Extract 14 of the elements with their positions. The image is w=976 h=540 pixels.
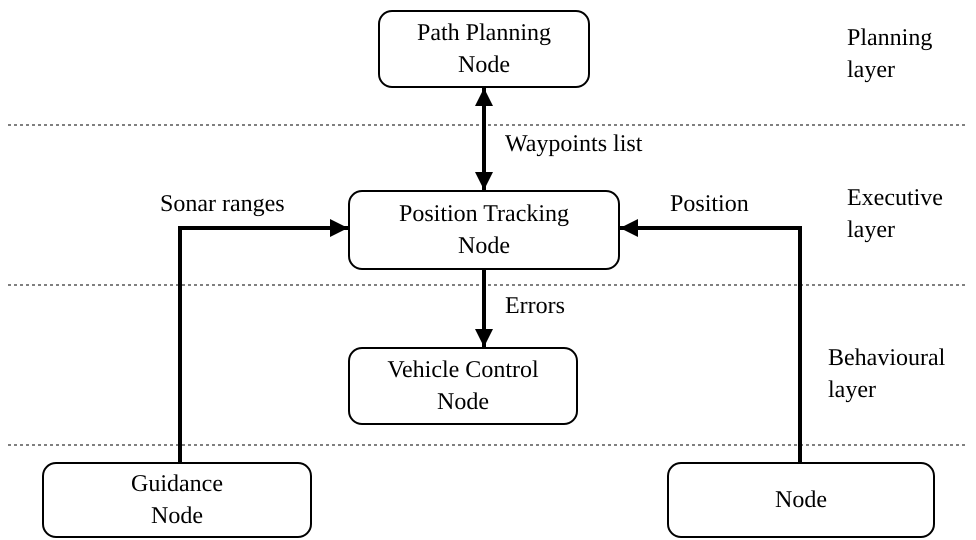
node-box [667, 462, 935, 538]
arrow [178, 219, 348, 462]
node-box [348, 190, 620, 270]
node-label: Vehicle Control Node [386, 356, 540, 417]
node-label: Node [775, 486, 827, 515]
arrow [620, 219, 802, 462]
arrow [475, 270, 493, 347]
node-box [42, 462, 312, 538]
node-box [378, 10, 590, 88]
node-box [348, 347, 578, 425]
arrow [475, 88, 493, 190]
node-label: Path Planning Node [416, 19, 552, 80]
node-label: Guidance Node [130, 470, 224, 531]
node-label: Position Tracking Node [398, 200, 570, 261]
